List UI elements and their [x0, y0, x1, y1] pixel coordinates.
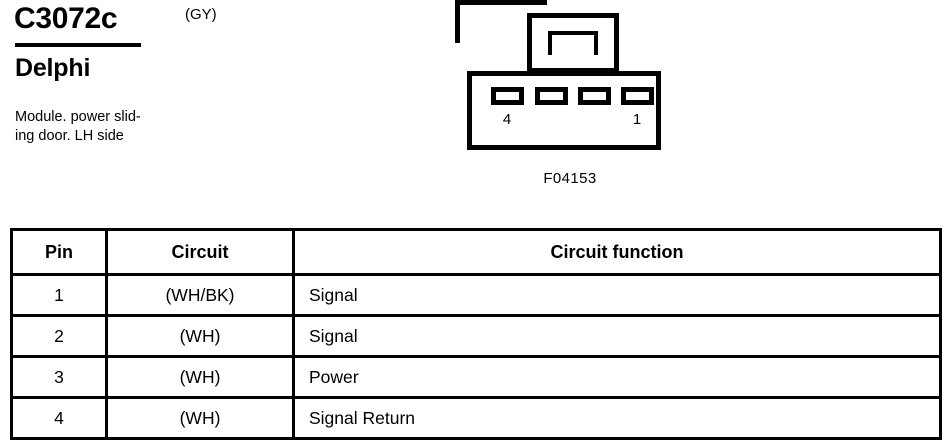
cell-function: Signal Return [292, 396, 942, 440]
connector-latch-outer-shell [527, 13, 619, 73]
pin-cavity-1 [621, 87, 654, 105]
pin-cavity-label-right: 1 [632, 111, 642, 128]
pin-cavity-label-left: 4 [502, 111, 512, 128]
cell-circuit: (WH) [105, 355, 295, 399]
pin-cavity-2 [578, 87, 611, 105]
cell-pin: 1 [10, 273, 108, 317]
table-header-row: Pin Circuit Circuit function [10, 228, 942, 276]
connector-latch-divider-right [455, 24, 460, 43]
connector-illustration: 4 1 F04153 [455, 0, 685, 200]
connector-id-title: C3072c [14, 2, 118, 35]
connector-latch-shelf [455, 0, 547, 5]
column-header-function: Circuit function [292, 228, 942, 276]
table-row: 1 (WH/BK) Signal [10, 273, 942, 317]
pin-assignment-table: Pin Circuit Circuit function 1 (WH/BK) S… [10, 228, 942, 440]
cell-circuit: (WH) [105, 314, 295, 358]
column-header-circuit: Circuit [105, 228, 295, 276]
cell-circuit: (WH) [105, 396, 295, 440]
cell-pin: 3 [10, 355, 108, 399]
cell-pin: 4 [10, 396, 108, 440]
cell-function: Signal [292, 273, 942, 317]
connector-description: Module. power slid- ing door. LH side [15, 108, 200, 146]
cell-function: Signal [292, 314, 942, 358]
cell-pin: 2 [10, 314, 108, 358]
connector-description-line-1: Module. power slid- [15, 109, 141, 125]
connector-body-outline [467, 71, 661, 150]
table-row: 4 (WH) Signal Return [10, 396, 942, 440]
table-row: 2 (WH) Signal [10, 314, 942, 358]
connector-description-line-2: ing door. LH side [15, 128, 124, 144]
connector-latch-inner-tab [548, 31, 598, 55]
connector-brand-name: Delphi [15, 54, 91, 82]
pin-cavity-4 [491, 87, 524, 105]
column-header-pin: Pin [10, 228, 108, 276]
connector-latch-divider-left [455, 5, 460, 24]
cell-function: Power [292, 355, 942, 399]
table-row: 3 (WH) Power [10, 355, 942, 399]
title-underline-rule [15, 43, 141, 47]
pin-cavity-3 [535, 87, 568, 105]
figure-reference-code: F04153 [543, 170, 597, 187]
connector-header-block: C3072c (GY) Delphi Module. power slid- i… [14, 0, 314, 150]
connector-color-code: (GY) [185, 6, 217, 23]
cell-circuit: (WH/BK) [105, 273, 295, 317]
